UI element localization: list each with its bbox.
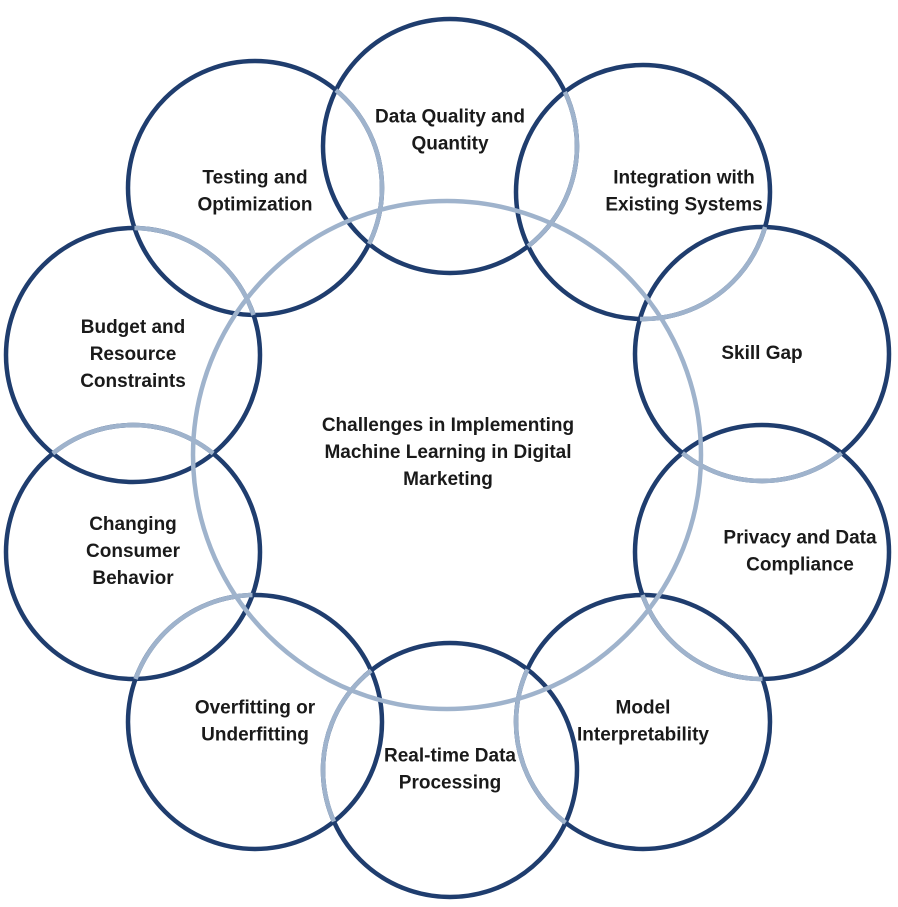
center-circle-layer [190,198,704,712]
node-label-testing-line-1: Testing and [202,168,307,189]
node-label-data-quality-line-1: Data Quality and [375,107,525,128]
node-label-skill-gap-line-1: Skill Gap [721,343,802,364]
node-label-privacy-line-1: Privacy and Data [723,528,877,549]
overlap-arc-overfitting [133,592,253,680]
node-label-budget-line-3: Constraints [80,371,186,392]
overlap-arc-real-time [320,668,373,823]
node-label-consumer-behavior-line-3: Behavior [92,568,174,589]
node-label-overfitting-line-1: Overfitting or [195,698,316,719]
node-label-budget-line-2: Resource [90,344,177,365]
node-label-data-quality-line-2: Quantity [411,134,488,155]
node-label-integration-line-1: Integration with [613,168,754,189]
overlap-arc-data-quality [526,90,580,248]
overlap-arc-skill-gap [681,451,843,484]
node-label-consumer-behavior-line-2: Consumer [86,541,181,562]
node-label-model-interpretability-line-2: Interpretability [577,725,709,746]
center-label-line-1: Challenges in Implementing [322,415,574,436]
node-label-integration-line-2: Existing Systems [605,195,762,216]
node-label-privacy-line-2: Compliance [746,555,854,576]
node-label-budget-line-1: Budget and [81,317,186,338]
center-label-line-3: Marketing [403,469,493,490]
overlap-arcs-layer [51,88,843,825]
overlap-arc-privacy [640,594,763,682]
center-label-line-2: Machine Learning in Digital [324,442,571,463]
node-label-model-interpretability-line-1: Model [616,698,671,719]
overlap-arc-integration [639,226,768,322]
center-circle [190,198,704,712]
overlap-arc-budget [134,225,256,316]
node-label-real-time-line-1: Real-time Data [384,746,516,767]
overlap-arc-consumer-behavior [51,422,215,456]
node-label-consumer-behavior-line-1: Changing [89,514,177,535]
node-label-testing-line-2: Optimization [197,195,312,216]
node-label-real-time-line-2: Processing [399,773,501,794]
node-label-overfitting-line-2: Underfitting [201,725,309,746]
overlap-arc-testing [334,88,385,245]
overlap-arc-model-interpretability [513,668,567,825]
node-circle-overfitting [125,592,385,852]
